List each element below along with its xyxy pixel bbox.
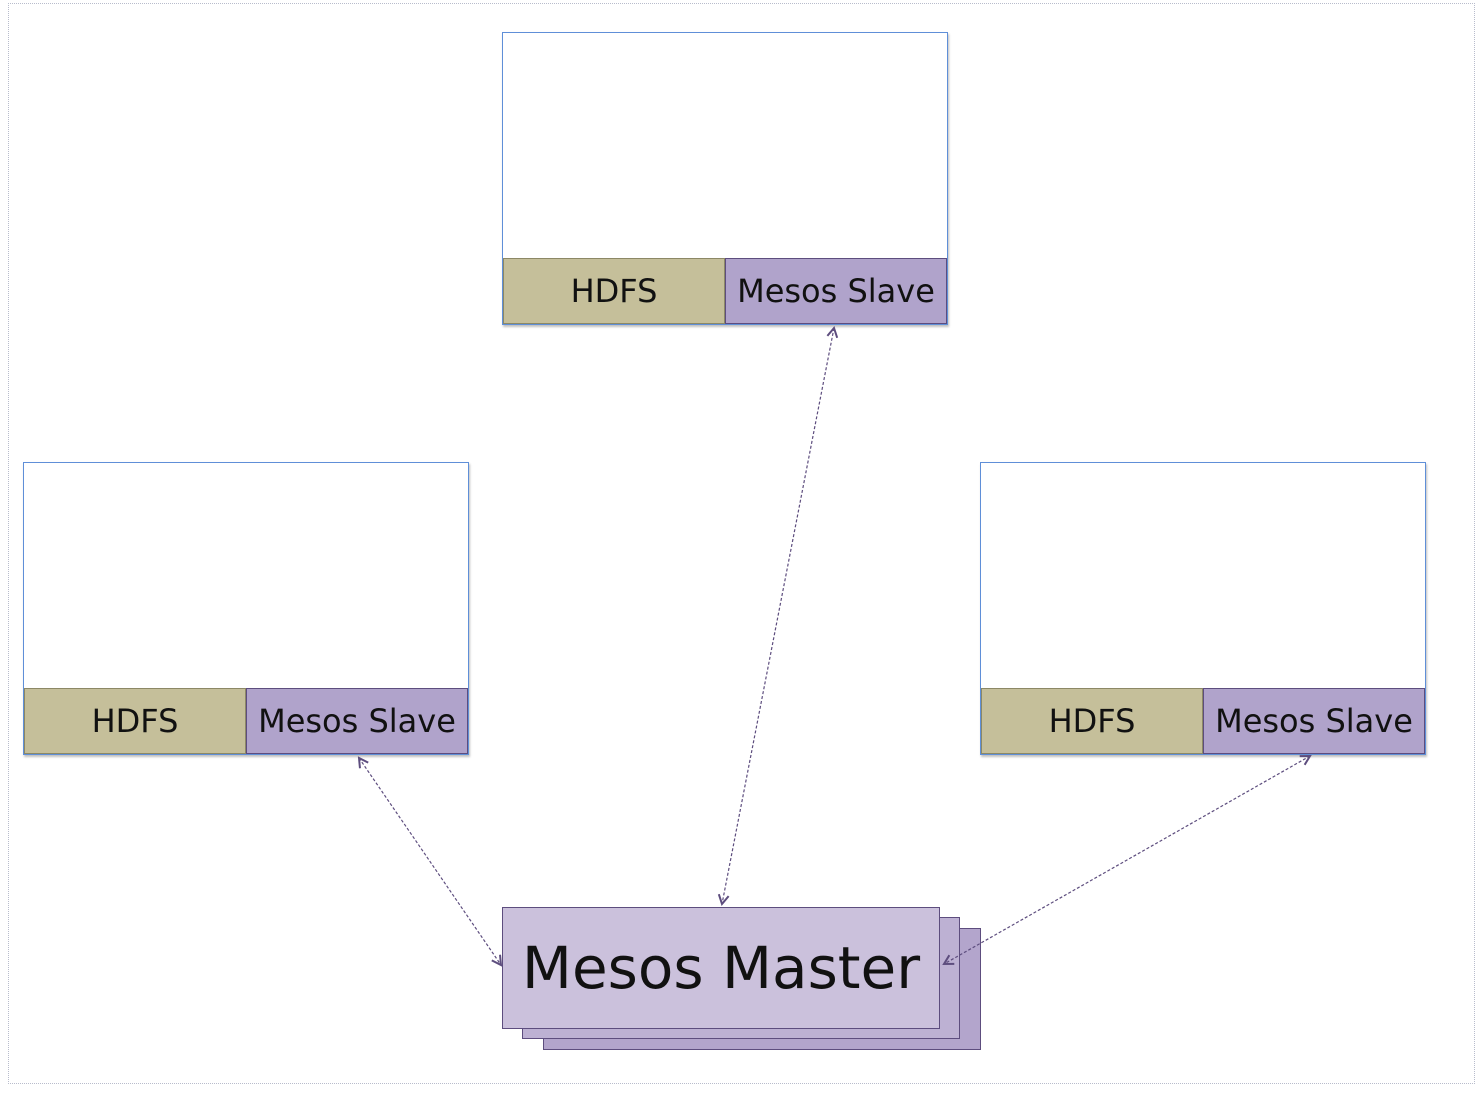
mesos-slave-block: Mesos Slave — [725, 258, 947, 324]
hdfs-label: HDFS — [570, 272, 658, 310]
server-node-left: HDFS Mesos Slave — [23, 462, 469, 755]
node-service-bar: HDFS Mesos Slave — [503, 258, 947, 324]
node-service-bar: HDFS Mesos Slave — [24, 688, 468, 754]
hdfs-label: HDFS — [1048, 702, 1136, 740]
server-node-top: HDFS Mesos Slave — [502, 32, 948, 325]
mesos-slave-block: Mesos Slave — [246, 688, 468, 754]
hdfs-block: HDFS — [981, 688, 1203, 754]
hdfs-label: HDFS — [91, 702, 179, 740]
node-service-bar: HDFS Mesos Slave — [981, 688, 1425, 754]
slide-border — [8, 3, 1475, 1084]
hdfs-block: HDFS — [24, 688, 246, 754]
mesos-slave-label: Mesos Slave — [737, 272, 935, 310]
server-node-right: HDFS Mesos Slave — [980, 462, 1426, 755]
hdfs-block: HDFS — [503, 258, 725, 324]
mesos-master-label: Mesos Master — [521, 934, 921, 1002]
mesos-slave-label: Mesos Slave — [1215, 702, 1413, 740]
mesos-slave-block: Mesos Slave — [1203, 688, 1425, 754]
mesos-slave-label: Mesos Slave — [258, 702, 456, 740]
mesos-master-box: Mesos Master — [502, 907, 940, 1029]
